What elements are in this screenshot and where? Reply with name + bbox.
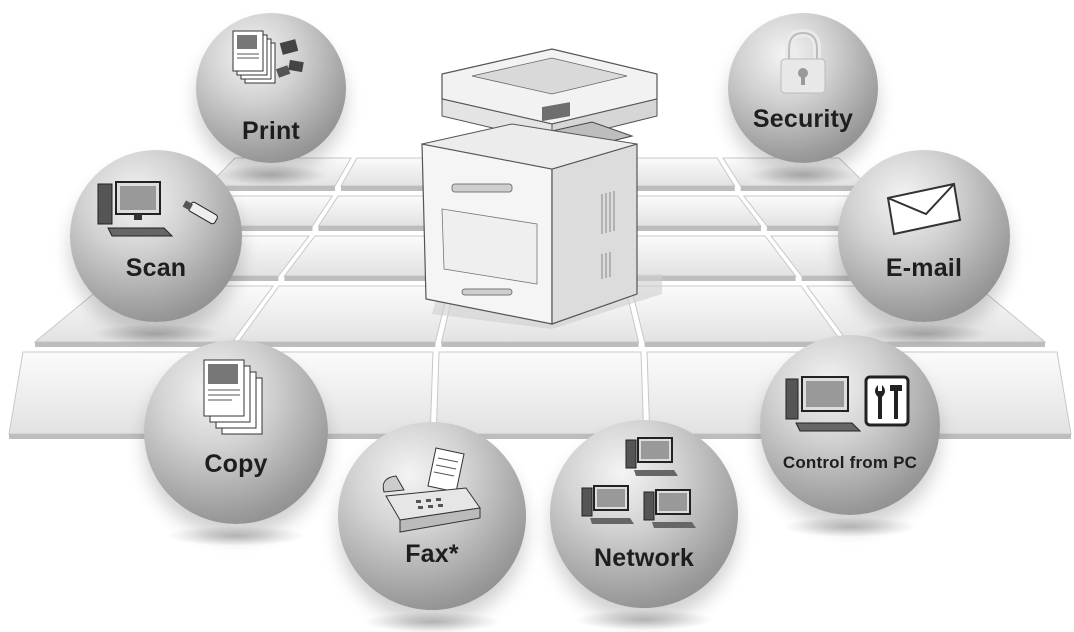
floor-tile-edge (644, 342, 842, 347)
sphere-shadow (360, 612, 504, 632)
floor-tile-edge (35, 342, 233, 347)
padlock-icon (780, 28, 826, 94)
network-feature[interactable]: Network (550, 420, 738, 630)
floor-tile-edge (441, 342, 639, 347)
sphere-shadow (166, 526, 306, 546)
scan-feature[interactable]: Scan (70, 150, 242, 344)
copy-feature[interactable]: Copy (144, 340, 328, 546)
control-from-pc-label: Control from PC (782, 453, 918, 472)
feature-diagram: Print Scan Copy (8, 13, 1072, 632)
multifunction-printer-icon (421, 48, 662, 329)
floor-tile (435, 351, 645, 435)
floor-tile-edge (617, 226, 761, 231)
floor-tile-edge (238, 342, 436, 347)
print-label: Print (242, 117, 300, 145)
sphere-shadow (781, 517, 919, 537)
floor-tile-edge (607, 186, 735, 191)
floor-tile-edge (284, 276, 451, 281)
control-from-pc-feature[interactable]: Control from PC (760, 335, 940, 537)
sphere-shadow (90, 324, 222, 344)
fax-label: Fax* (405, 540, 459, 568)
sphere-shadow (572, 610, 716, 630)
security-feature[interactable]: Security (728, 13, 878, 185)
email-label: E-mail (885, 254, 963, 282)
sphere-shadow (214, 165, 328, 185)
envelope-icon (886, 182, 962, 236)
copy-label: Copy (204, 450, 268, 478)
network-label: Network (593, 544, 695, 572)
document-stack-with-cards-icon (232, 30, 304, 84)
computer-with-tools-icon (785, 375, 910, 432)
security-label: Security (752, 105, 854, 133)
fax-feature[interactable]: Fax* (338, 422, 526, 632)
floor-tile-edge (629, 276, 796, 281)
email-feature[interactable]: E-mail (838, 150, 1010, 344)
floor-tile-edge (740, 186, 868, 191)
print-feature[interactable]: Print (196, 13, 346, 185)
scan-label: Scan (125, 254, 187, 282)
sphere-shadow (746, 165, 860, 185)
floor-tile-edge (847, 342, 1045, 347)
computer-with-usb-stick-icon (97, 181, 218, 237)
fax-machine-icon (382, 447, 481, 533)
copied-pages-icon (203, 359, 263, 435)
networked-computers-icon (581, 437, 696, 528)
sphere-shadow (858, 324, 990, 344)
floor-tile-edge (207, 186, 336, 191)
